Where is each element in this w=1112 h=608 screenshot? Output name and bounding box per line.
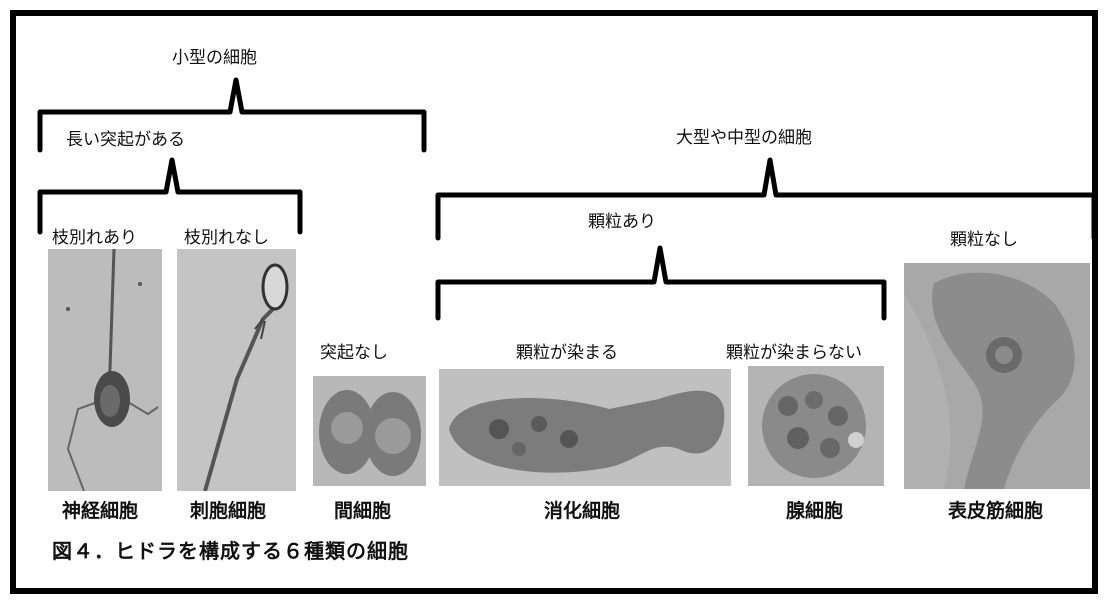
label-large-medium: 大型や中型の細胞 [676, 128, 812, 148]
label-no-process: 突起なし [320, 343, 388, 363]
cell-name-interstitial: 間細胞 [334, 500, 392, 522]
label-small-cells: 小型の細胞 [172, 48, 257, 68]
bracket-small-cells [37, 77, 427, 153]
figure-caption: 図４．ヒドラを構成する６種類の細胞 [52, 539, 409, 563]
gland-cell-photo [748, 366, 884, 486]
nerve-cell-photo [48, 249, 162, 491]
bracket-large-medium [435, 157, 1097, 241]
label-granules: 顆粒あり [588, 212, 656, 232]
cell-name-epitheliomuscular: 表皮筋細胞 [948, 500, 1044, 522]
cell-name-digestive: 消化細胞 [544, 500, 621, 522]
cell-name-cnidocyte: 刺胞細胞 [190, 500, 267, 522]
digestive-cell-photo [439, 369, 731, 486]
bracket-granules [435, 245, 887, 321]
label-unstained: 顆粒が染まらない [726, 343, 862, 363]
cell-name-gland: 腺細胞 [786, 500, 844, 522]
label-unbranched: 枝別れなし [184, 228, 269, 248]
label-stained: 顆粒が染まる [516, 343, 618, 363]
label-no-granules: 顆粒なし [950, 230, 1018, 250]
label-branched: 枝別れあり [52, 228, 137, 248]
label-long-process: 長い突起がある [66, 130, 185, 150]
cell-name-nerve: 神経細胞 [62, 500, 139, 522]
interstitial-cell-photo [313, 376, 426, 486]
epitheliomuscular-cell-photo [904, 263, 1090, 489]
cnidocyte-photo [177, 249, 296, 491]
bracket-long-process [37, 157, 303, 235]
